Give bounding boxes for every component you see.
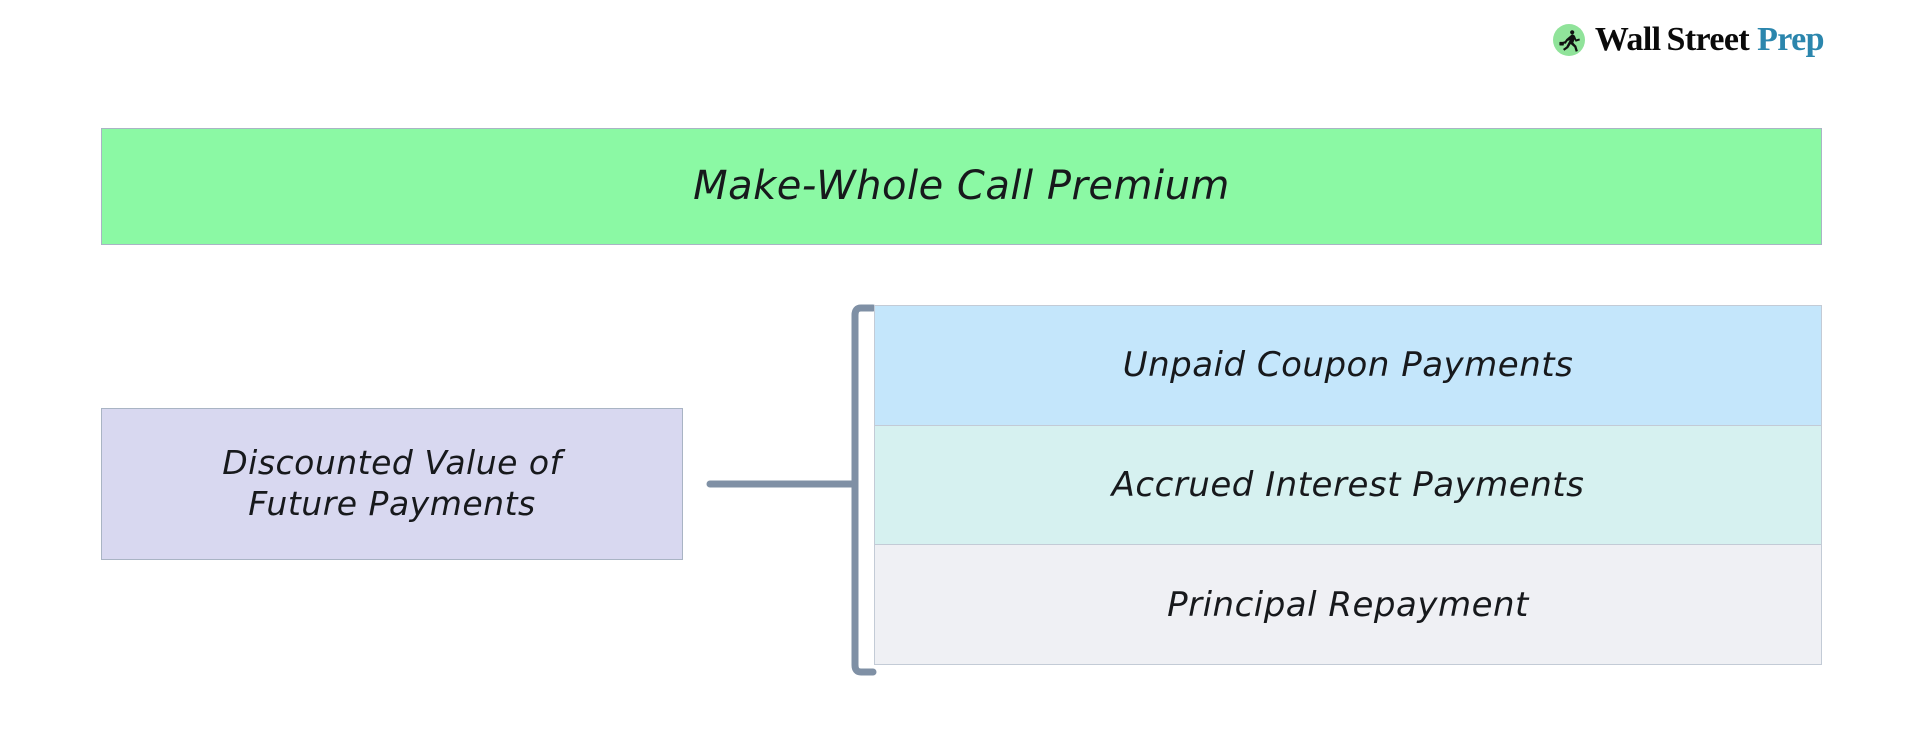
component-list: Unpaid Coupon Payments Accrued Interest …: [874, 305, 1822, 666]
diagram-title-text: Make-Whole Call Premium: [693, 162, 1230, 209]
bracket-connector: [683, 290, 883, 690]
component-label-2: Accrued Interest Payments: [1111, 464, 1585, 505]
wall-street-prep-runner-icon: [1552, 23, 1586, 57]
component-label-1: Unpaid Coupon Payments: [1122, 345, 1574, 386]
left-node-discounted-value: Discounted Value of Future Payments: [101, 408, 683, 560]
list-item: Accrued Interest Payments: [874, 424, 1822, 545]
left-node-line-2: Future Payments: [248, 484, 536, 523]
left-node-line-1: Discounted Value of: [222, 443, 562, 483]
diagram-title-banner: Make-Whole Call Premium: [101, 128, 1822, 245]
brand-word-prep: Prep: [1757, 21, 1824, 58]
brand-word-street: Street: [1666, 21, 1750, 58]
component-label-3: Principal Repayment: [1167, 584, 1529, 625]
list-item: Principal Repayment: [874, 544, 1822, 666]
brand-word-wall: Wall: [1594, 21, 1661, 58]
list-item: Unpaid Coupon Payments: [874, 305, 1822, 425]
